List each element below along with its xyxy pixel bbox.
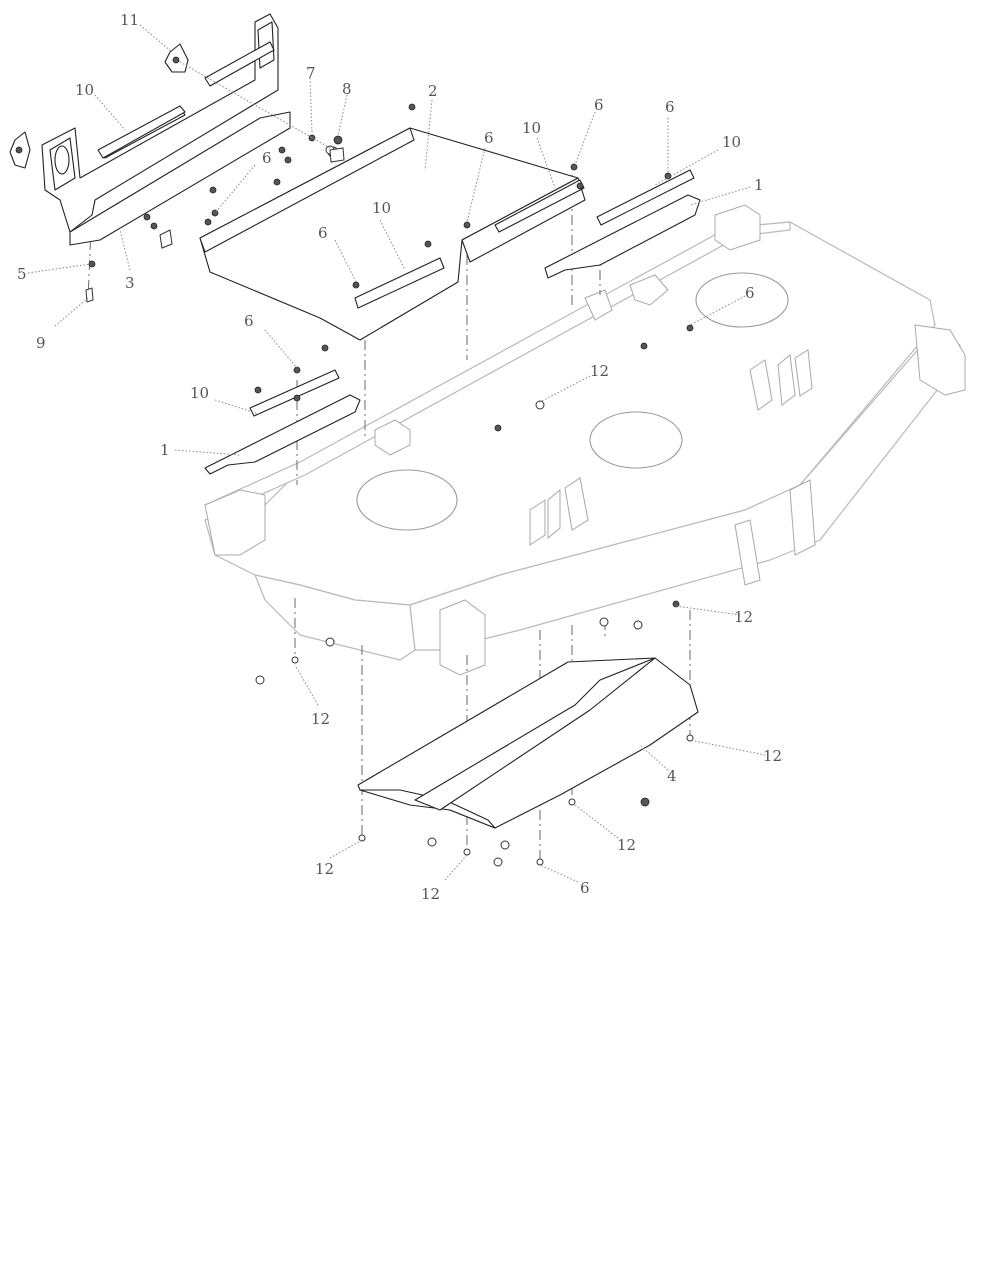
- deck-front-left-mount: [439, 599, 486, 676]
- callout-5: 5: [17, 265, 27, 283]
- callout-6-middle: 6: [318, 224, 328, 242]
- callout-12-deck-top: 12: [590, 362, 609, 380]
- callout-6-bottom: 6: [580, 879, 590, 897]
- callout-8: 8: [342, 80, 352, 98]
- part-11-latch: [9, 43, 189, 169]
- deck-bracket-right: [749, 349, 813, 411]
- callout-10-lower-left: 10: [190, 384, 209, 402]
- part-4-lower-shield: [357, 657, 699, 829]
- deck-rear-corner-bracket: [714, 204, 761, 251]
- deck-front-mid-mount: [734, 519, 761, 586]
- callout-6-deck-right: 6: [745, 284, 755, 302]
- callout-12-left: 12: [311, 710, 330, 728]
- callout-12-bottom-center: 12: [421, 885, 440, 903]
- callout-3: 3: [125, 274, 135, 292]
- callout-6-left: 6: [262, 149, 272, 167]
- callout-12-right-lower: 12: [763, 747, 782, 765]
- callout-12-right-upper: 12: [734, 608, 753, 626]
- part-10-strips: [97, 105, 695, 417]
- deck-bracket-center: [529, 477, 589, 546]
- callout-6-center: 6: [484, 129, 494, 147]
- callout-6-top-right: 6: [665, 98, 675, 116]
- callout-7: 7: [306, 64, 316, 82]
- part-1-strips: [204, 194, 701, 475]
- callout-labels: 11 10 7 8 2 6 6 10 6 10 6 1 10 6 5 3 6 6…: [17, 11, 782, 903]
- hardware: [85, 103, 694, 867]
- callout-10-top-right: 10: [722, 133, 741, 151]
- callout-2: 2: [428, 82, 438, 100]
- callout-10-top-center: 10: [522, 119, 541, 137]
- part-2-baffle: [199, 127, 586, 341]
- deck-left-wing: [204, 489, 266, 556]
- callout-10-top-left: 10: [75, 81, 94, 99]
- deck-rear-tab-right: [629, 274, 669, 306]
- deck-right-wing: [914, 324, 966, 396]
- right-spindle-hole: [695, 272, 789, 328]
- callout-12-bottom-left: 12: [315, 860, 334, 878]
- callout-9: 9: [36, 334, 46, 352]
- callout-10-middle: 10: [372, 199, 391, 217]
- left-spindle-hole: [356, 469, 458, 531]
- deck-rear-tab-left: [374, 419, 411, 456]
- callout-11: 11: [120, 11, 139, 29]
- callout-1-left: 1: [160, 441, 170, 459]
- deck-front-right-mount: [789, 479, 816, 556]
- callout-12-bottom-right: 12: [617, 836, 636, 854]
- callout-6-lower-left: 6: [244, 312, 254, 330]
- callout-6-top: 6: [594, 96, 604, 114]
- leader-lines: [27, 24, 766, 883]
- callout-4: 4: [667, 767, 677, 785]
- deck-rear-tab-mid: [584, 289, 613, 321]
- callout-1-right: 1: [754, 176, 764, 194]
- mower-deck: [204, 204, 966, 676]
- center-spindle-hole: [589, 411, 683, 469]
